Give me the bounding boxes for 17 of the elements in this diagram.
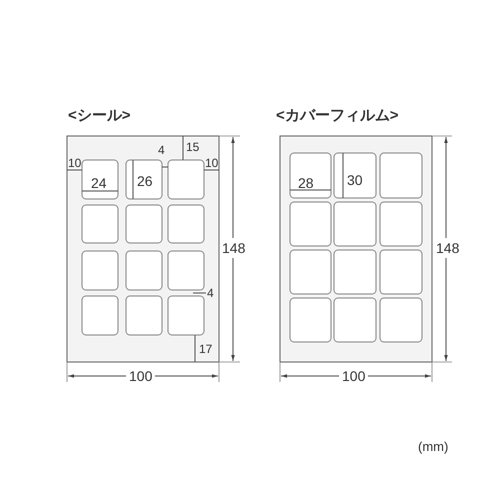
dimension-value: 4 bbox=[158, 144, 165, 156]
dimension-value: 100 bbox=[339, 369, 368, 383]
sheet-title: <シール> bbox=[68, 108, 131, 123]
dimension-value: 10 bbox=[205, 157, 218, 169]
sheet-title: <カバーフィルム> bbox=[276, 108, 399, 123]
dimension-value: 30 bbox=[347, 173, 363, 187]
dimension-value: 148 bbox=[436, 238, 460, 258]
dimension-value: 24 bbox=[91, 176, 107, 190]
dimension-value: 15 bbox=[186, 141, 200, 153]
dimension-value: 17 bbox=[199, 343, 212, 355]
dimension-value: 28 bbox=[298, 176, 314, 190]
dimension-value: 10 bbox=[68, 157, 82, 169]
unit-note: (mm) bbox=[418, 440, 448, 453]
dimension-value: 26 bbox=[137, 174, 153, 188]
dimension-value: 100 bbox=[126, 369, 156, 383]
dimension-value: 148 bbox=[222, 238, 246, 258]
dimension-value: 4 bbox=[207, 287, 214, 299]
